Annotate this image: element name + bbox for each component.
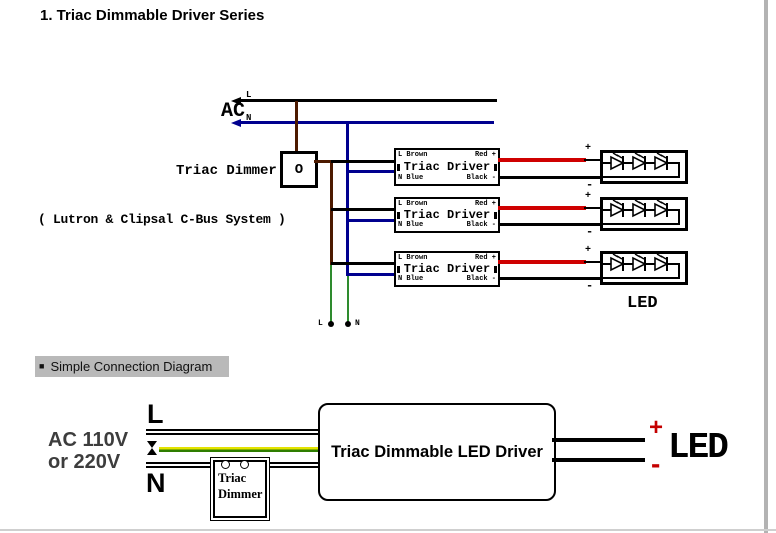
branch-l-wire	[331, 262, 394, 265]
triac-driver-box: L Brown Red + N Blue Black - Triac Drive…	[394, 251, 500, 287]
plus-label: +	[585, 143, 592, 154]
dimmed-l-bus	[330, 160, 333, 265]
terminal-mark	[397, 212, 400, 219]
led-strip	[600, 251, 688, 285]
driver-box-label: Triac Dimmable LED Driver	[331, 442, 543, 461]
plus-wire-red	[498, 260, 586, 264]
ac-n-line	[240, 121, 494, 124]
minus-label: -	[586, 279, 594, 293]
branch-n-wire	[346, 273, 394, 276]
dimmer-label-line2: Dimmer	[218, 487, 263, 501]
driver-output-plus-label: Red +	[474, 151, 496, 159]
plus-wire-stub	[584, 261, 600, 263]
ac-voltage-line1: AC 110V	[48, 429, 129, 451]
earth-connector-icon	[147, 441, 157, 455]
branch-n-wire	[346, 219, 394, 222]
driver-input-l-label: L Brown	[398, 151, 428, 159]
terminal-mark	[397, 164, 400, 171]
plus-wire-stub	[584, 159, 600, 161]
driver-input-n-label: N Blue	[398, 221, 424, 229]
tail-n-label: N	[355, 319, 360, 328]
led-diodes-icon	[603, 152, 680, 178]
l-to-dimmer-wire	[295, 101, 298, 152]
n-line-label: N	[146, 468, 166, 498]
driver-output-plus-label: Red +	[474, 254, 496, 262]
section-header: ■ Simple Connection Diagram	[35, 356, 229, 377]
earth-line	[159, 447, 318, 452]
driver-output-minus-label: Black -	[466, 174, 496, 182]
dimmer-label: Triac Dimmer	[218, 470, 262, 502]
triac-dimmer-box: O	[280, 151, 318, 188]
terminal-mark	[494, 266, 497, 273]
window-right-border	[764, 0, 768, 533]
driver-input-n-label: N Blue	[398, 174, 424, 182]
led-strip	[600, 150, 688, 184]
arrow-left-icon	[231, 118, 241, 127]
triac-dimmable-led-driver-box: Triac Dimmable LED Driver	[318, 403, 556, 501]
triac-dimmer-label: Triac Dimmer	[176, 163, 277, 179]
driver-output-minus-label: Black -	[466, 275, 496, 283]
minus-wire-black	[498, 223, 600, 226]
terminal-mark	[494, 212, 497, 219]
l-line-label: L	[147, 399, 164, 429]
plus-label: +	[585, 245, 592, 256]
ac-source-label: AC	[221, 100, 246, 123]
triac-driver-box: L Brown Red + N Blue Black - Triac Drive…	[394, 197, 500, 233]
terminal-mark	[397, 266, 400, 273]
led-group-label: LED	[627, 294, 658, 313]
plus-wire-stub	[584, 207, 600, 209]
led-diodes-icon	[603, 253, 680, 279]
l-line	[146, 429, 318, 435]
driver-name: Triac Driver	[403, 160, 491, 174]
driver-name: Triac Driver	[403, 208, 491, 222]
branch-l-wire	[331, 208, 394, 211]
minus-wire-black	[498, 176, 600, 179]
driver-input-n-label: N Blue	[398, 275, 424, 283]
tail-l-wire	[330, 265, 332, 323]
dimmer-terminal-icon	[240, 460, 249, 469]
minus-wire-black	[498, 277, 600, 280]
ac-voltage-line2: or 220V	[48, 451, 121, 473]
line-n-label: N	[246, 113, 252, 123]
minus-label: -	[651, 448, 661, 479]
terminal-dot	[345, 321, 351, 327]
dimmer-output-wire	[314, 160, 331, 163]
ac-l-line	[240, 99, 497, 102]
output-minus-wire	[552, 458, 645, 462]
tail-l-label: L	[318, 319, 323, 328]
tail-n-wire	[347, 276, 349, 323]
neutral-bus	[346, 123, 349, 276]
driver-output-plus-label: Red +	[474, 200, 496, 208]
led-diodes-icon	[603, 199, 680, 225]
dimmer-knob-symbol: O	[294, 161, 304, 178]
page-title: 1. Triac Dimmable Driver Series	[40, 7, 265, 24]
driver-input-l-label: L Brown	[398, 200, 428, 208]
square-bullet-icon: ■	[39, 361, 45, 371]
branch-n-wire	[346, 170, 394, 173]
window-bottom-border	[0, 529, 776, 531]
led-strip	[600, 197, 688, 231]
line-l-label: L	[246, 90, 252, 100]
triac-driver-box: L Brown Red + N Blue Black - Triac Drive…	[394, 148, 500, 186]
arrow-left-icon	[231, 96, 241, 105]
minus-label: -	[586, 178, 594, 192]
driver-name: Triac Driver	[403, 262, 491, 276]
output-plus-wire	[552, 438, 645, 442]
dimmer-terminal-icon	[221, 460, 230, 469]
driver-input-l-label: L Brown	[398, 254, 428, 262]
ac-voltage-label: AC 110V or 220V	[48, 429, 128, 473]
driver-output-minus-label: Black -	[466, 221, 496, 229]
plus-wire-red	[498, 158, 586, 162]
section-header-label: Simple Connection Diagram	[50, 359, 213, 374]
plus-label: +	[585, 191, 592, 202]
minus-label: -	[586, 225, 594, 239]
system-compatibility-note: ( Lutron & Clipsal C-Bus System )	[38, 212, 286, 227]
terminal-dot	[328, 321, 334, 327]
plus-label: +	[649, 414, 664, 441]
branch-l-wire	[331, 160, 394, 163]
plus-wire-red	[498, 206, 586, 210]
led-load-label: LED	[668, 427, 729, 468]
terminal-mark	[494, 164, 497, 171]
dimmer-label-line1: Triac	[218, 471, 247, 485]
